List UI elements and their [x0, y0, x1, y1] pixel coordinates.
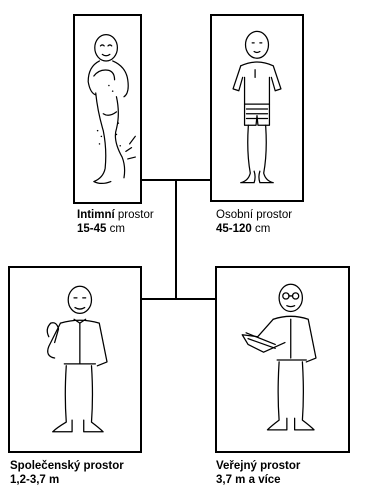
- intimate-figure-illustration: [75, 16, 140, 202]
- personal-zone-distance: 45-120: [216, 223, 252, 235]
- personal-figure-illustration: [212, 16, 302, 200]
- intimate-zone-name: Intimní: [77, 209, 115, 221]
- personal-zone-caption: Osobní prostor 45-120 cm: [216, 208, 292, 236]
- social-zone-name: Společenský prostor: [10, 460, 124, 472]
- public-zone-panel: [215, 266, 350, 453]
- intimate-zone-name-rest: prostor: [115, 209, 154, 221]
- intimate-zone-distance: 15-45: [77, 223, 106, 235]
- social-figure-illustration: [10, 268, 140, 451]
- public-zone-caption: Veřejný prostor 3,7 m a více: [216, 459, 300, 487]
- intimate-zone-panel: [73, 14, 142, 204]
- public-figure-illustration: [217, 268, 348, 451]
- social-zone-caption: Společenský prostor 1,2-3,7 m: [10, 459, 124, 487]
- personal-zone-panel: [210, 14, 304, 202]
- social-zone-distance: 1,2-3,7 m: [10, 474, 59, 486]
- connector-bottom-horizontal: [140, 298, 217, 300]
- personal-zone-name: Osobní prostor: [216, 209, 292, 221]
- personal-zone-unit: cm: [252, 223, 271, 235]
- public-zone-distance: 3,7 m a více: [216, 474, 281, 486]
- intimate-zone-caption: Intimní prostor 15-45 cm: [77, 208, 154, 236]
- connector-vertical: [175, 179, 177, 300]
- social-zone-panel: [8, 266, 142, 453]
- public-zone-name: Veřejný prostor: [216, 460, 300, 472]
- intimate-zone-unit: cm: [106, 223, 125, 235]
